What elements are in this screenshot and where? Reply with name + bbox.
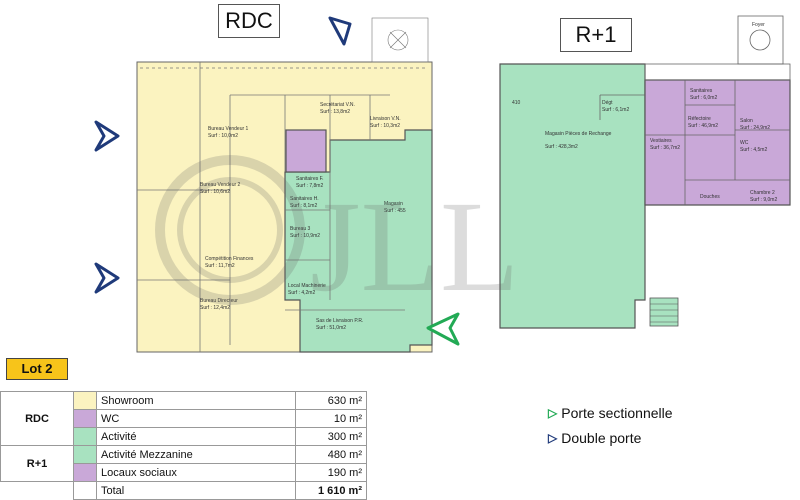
svg-text:Livraison V.N.: Livraison V.N. bbox=[370, 116, 401, 122]
row-value: 190 m² bbox=[295, 463, 367, 482]
row-label: Activité bbox=[96, 427, 296, 446]
rdc-wc-zone bbox=[285, 129, 327, 173]
legend-sectional-door: ▷ Porte sectionnelle bbox=[548, 405, 673, 421]
rdc-stairs bbox=[371, 17, 429, 63]
row-value: 630 m² bbox=[295, 391, 367, 410]
table-row: R+1 Activité Mezzanine 480 m² bbox=[0, 445, 367, 482]
svg-text:Surf : 6,1m2: Surf : 6,1m2 bbox=[602, 107, 629, 113]
svg-text:Bureau Vendeur 1: Bureau Vendeur 1 bbox=[208, 126, 249, 132]
svg-text:Surf : 9,0m2: Surf : 9,0m2 bbox=[750, 197, 777, 203]
row-value: 10 m² bbox=[295, 409, 367, 428]
sectional-door-arrow bbox=[426, 312, 460, 346]
row-label: WC bbox=[96, 409, 296, 428]
row-label: Showroom bbox=[96, 391, 296, 410]
sectional-door-icon: ▷ bbox=[548, 406, 558, 420]
svg-text:Magasin Pièces de Rechange: Magasin Pièces de Rechange bbox=[545, 131, 612, 137]
row-label: Activité Mezzanine bbox=[96, 445, 296, 464]
svg-text:Réfectoire: Réfectoire bbox=[688, 116, 711, 122]
color-swatch bbox=[73, 463, 97, 482]
svg-text:Surf : 51,0m2: Surf : 51,0m2 bbox=[316, 325, 346, 331]
svg-text:Surf : 24,9m2: Surf : 24,9m2 bbox=[740, 125, 770, 131]
svg-text:Surf : 455: Surf : 455 bbox=[384, 208, 406, 214]
svg-text:Surf : 4,5m2: Surf : 4,5m2 bbox=[740, 147, 767, 153]
svg-text:410: 410 bbox=[512, 100, 521, 106]
lot-badge: Lot 2 bbox=[6, 358, 68, 380]
svg-text:Magasin: Magasin bbox=[384, 201, 403, 207]
rdc-room-labels: Secrétariat V.N. Surf : 13,8m2 Livraison… bbox=[200, 102, 406, 331]
double-door-arrow-left-1 bbox=[94, 120, 120, 152]
svg-text:Surf : 6,0m2: Surf : 6,0m2 bbox=[690, 95, 717, 101]
double-door-icon: ▷ bbox=[548, 431, 558, 445]
r1-walls bbox=[599, 15, 791, 205]
svg-text:Douches: Douches bbox=[700, 194, 720, 200]
svg-text:Surf : 428,3m2: Surf : 428,3m2 bbox=[545, 144, 578, 150]
table-row: Activité 300 m² bbox=[1, 427, 367, 446]
svg-text:Surf : 10,6m2: Surf : 10,6m2 bbox=[200, 189, 230, 195]
r1-stairs-lines bbox=[650, 303, 678, 323]
double-door-arrow-left-2 bbox=[94, 262, 120, 294]
legend-double-label: Double porte bbox=[561, 430, 642, 446]
floor-plans: Secrétariat V.N. Surf : 13,8m2 Livraison… bbox=[94, 15, 791, 353]
table-row: WC 10 m² bbox=[1, 409, 367, 428]
svg-text:Secrétariat V.N.: Secrétariat V.N. bbox=[320, 102, 355, 108]
svg-text:Surf : 11,7m2: Surf : 11,7m2 bbox=[205, 263, 235, 269]
jll-watermark: JLL bbox=[155, 155, 519, 319]
level-rdc: RDC bbox=[0, 391, 74, 446]
svg-text:Surf : 4,2m2: Surf : 4,2m2 bbox=[288, 290, 315, 296]
svg-text:Surf : 13,8m2: Surf : 13,8m2 bbox=[320, 109, 350, 115]
color-swatch bbox=[73, 445, 97, 464]
svg-text:Surf : 10,3m2: Surf : 10,3m2 bbox=[370, 123, 400, 129]
svg-text:Surf : 36,7m2: Surf : 36,7m2 bbox=[650, 145, 680, 151]
legend-sectional-label: Porte sectionnelle bbox=[561, 405, 673, 421]
empty-swatch bbox=[73, 481, 97, 500]
svg-text:Foyer: Foyer bbox=[752, 22, 765, 28]
double-door-arrow-top bbox=[328, 16, 352, 46]
svg-text:Surf : 12,4m2: Surf : 12,4m2 bbox=[200, 305, 230, 311]
row-label: Locaux sociaux bbox=[96, 463, 296, 482]
svg-text:Compétition Finances: Compétition Finances bbox=[205, 256, 254, 262]
svg-text:Chambre 2: Chambre 2 bbox=[750, 190, 775, 196]
svg-text:Surf : 46,9m2: Surf : 46,9m2 bbox=[688, 123, 718, 129]
svg-text:Sanitaires: Sanitaires bbox=[690, 88, 713, 94]
svg-text:WC: WC bbox=[740, 140, 749, 146]
svg-text:Dégt: Dégt bbox=[602, 100, 613, 106]
svg-text:Vestiaires: Vestiaires bbox=[650, 138, 672, 144]
empty-cell bbox=[1, 482, 74, 500]
svg-text:Sanitaires F.: Sanitaires F. bbox=[296, 176, 324, 182]
table-row: RDC Showroom 630 m² bbox=[0, 391, 367, 446]
svg-text:Sanitaires H.: Sanitaires H. bbox=[290, 196, 319, 202]
svg-text:Bureau Vendeur 2: Bureau Vendeur 2 bbox=[200, 182, 241, 188]
r1-stairs-box bbox=[649, 297, 679, 327]
svg-text:Salon: Salon bbox=[740, 118, 753, 124]
level-r1: R+1 bbox=[0, 445, 74, 482]
svg-text:Surf : 10,0m2: Surf : 10,0m2 bbox=[208, 133, 238, 139]
svg-text:Bureau Directeur: Bureau Directeur bbox=[200, 298, 238, 304]
r1-title: R+1 bbox=[560, 18, 632, 52]
color-swatch bbox=[73, 427, 97, 446]
total-label: Total bbox=[96, 481, 296, 500]
legend-double-door: ▷ Double porte bbox=[548, 430, 641, 446]
svg-text:Local Machinerie: Local Machinerie bbox=[288, 283, 326, 289]
row-value: 300 m² bbox=[295, 427, 367, 446]
svg-text:Surf : 8,1m2: Surf : 8,1m2 bbox=[290, 203, 317, 209]
svg-text:Bureau 3: Bureau 3 bbox=[290, 226, 311, 232]
svg-text:JLL: JLL bbox=[310, 175, 519, 319]
svg-text:Sas de Livraison P.R.: Sas de Livraison P.R. bbox=[316, 318, 363, 324]
svg-text:Surf : 7,8m2: Surf : 7,8m2 bbox=[296, 183, 323, 189]
r1-mezzanine-zone bbox=[499, 63, 646, 329]
rdc-title: RDC bbox=[218, 4, 280, 38]
total-value: 1 610 m² bbox=[295, 481, 367, 500]
total-row: Total 1 610 m² bbox=[1, 481, 367, 500]
color-swatch bbox=[73, 391, 97, 410]
svg-text:Surf : 10,9m2: Surf : 10,9m2 bbox=[290, 233, 320, 239]
surface-table: RDC Showroom 630 m² WC 10 m² Activité 30… bbox=[0, 391, 367, 500]
r1-room-labels: 410 Magasin Pièces de Rechange Surf : 42… bbox=[512, 22, 777, 203]
color-swatch bbox=[73, 409, 97, 428]
rdc-walls bbox=[137, 62, 428, 352]
row-value: 480 m² bbox=[295, 445, 367, 464]
